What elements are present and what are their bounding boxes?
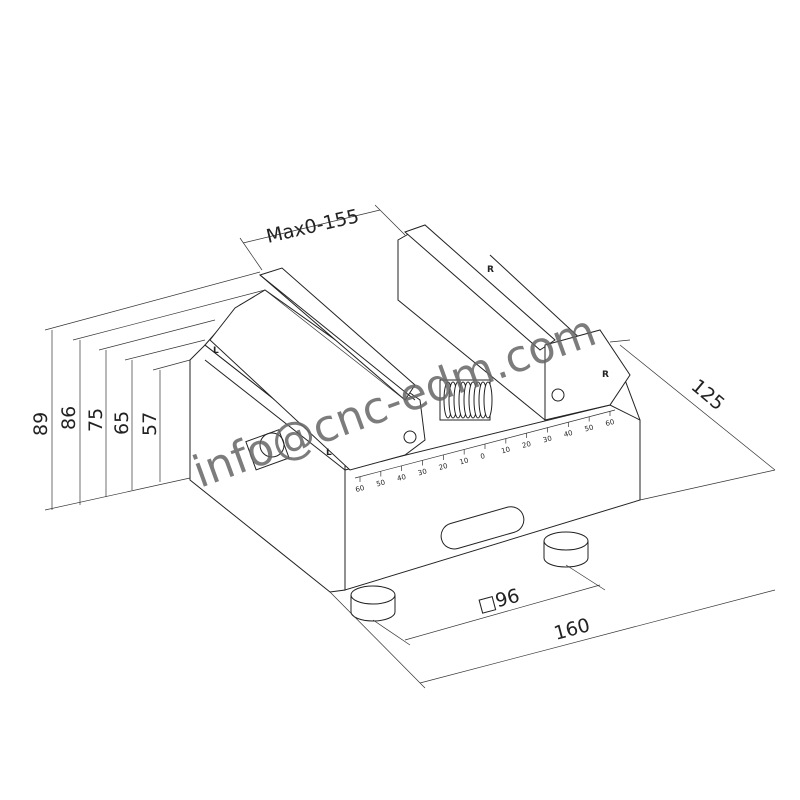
- scale-label: 50: [375, 478, 386, 488]
- foot-front: [350, 585, 396, 622]
- scale-label: 30: [542, 434, 553, 444]
- dim-mount-square: □96: [476, 585, 522, 617]
- scale-label: 10: [500, 445, 511, 455]
- dim-height-65: 65: [111, 411, 133, 435]
- jaw-mark-left-2: L: [326, 448, 332, 458]
- scale-label: 40: [563, 429, 574, 439]
- front-scale: 60 50 40 30 20 10 0 10 20 30 40 50 60: [355, 409, 616, 494]
- lead-screw: [245, 379, 493, 471]
- scale-label: 20: [438, 462, 449, 472]
- scale-label: 50: [584, 423, 595, 433]
- scale-label: 60: [605, 418, 616, 428]
- scale-label: 20: [521, 440, 532, 450]
- dim-depth: 125: [687, 375, 729, 415]
- foot-right: [543, 531, 589, 568]
- screw-thread: [483, 381, 493, 419]
- scale-label: 40: [396, 473, 407, 483]
- jaw-mark-left: L: [213, 346, 219, 356]
- dim-height-57: 57: [139, 412, 161, 436]
- dim-width: 160: [552, 614, 593, 645]
- dimension-lines: [44, 204, 776, 689]
- right-jaw: R R: [397, 224, 631, 422]
- jaw-mark-right: R: [487, 265, 494, 275]
- dim-height-89: 89: [30, 412, 52, 436]
- dim-jaw-opening: Max0-155: [264, 205, 361, 248]
- scale-label: 60: [355, 484, 366, 494]
- left-jaw: L L: [209, 267, 426, 471]
- dim-height-86: 86: [58, 406, 80, 430]
- scale-label: 10: [459, 456, 470, 466]
- scale-label: 30: [417, 467, 428, 477]
- jaw-mark-right-2: R: [602, 370, 609, 380]
- dim-height-75: 75: [85, 408, 107, 432]
- scale-label: 0: [480, 452, 486, 461]
